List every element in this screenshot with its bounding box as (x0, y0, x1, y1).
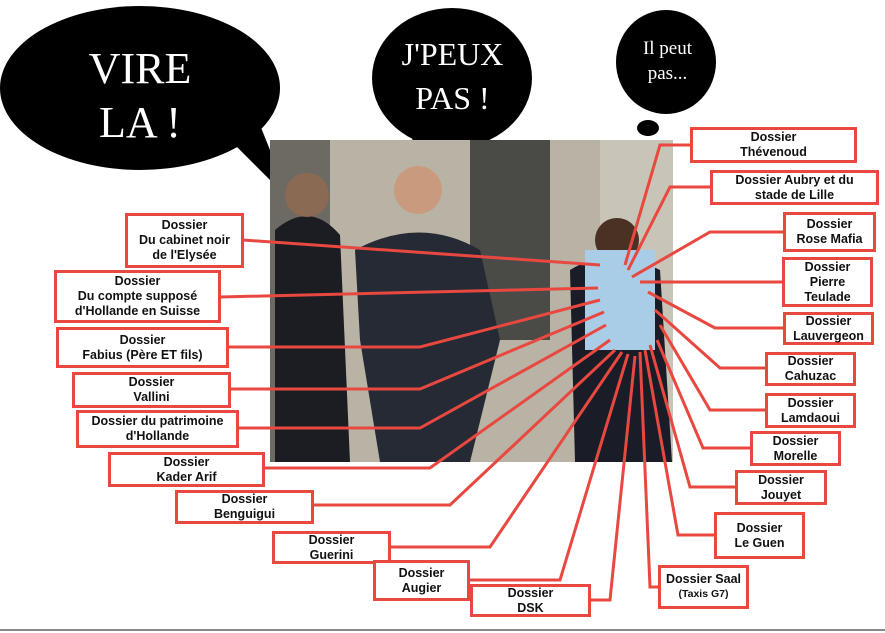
label-le-guen: Dossier Le Guen (714, 512, 805, 559)
connector (647, 290, 783, 330)
connector (654, 308, 765, 370)
connector (264, 338, 611, 470)
label-cabinet-noir: Dossier Du cabinet noir de l'Elysée (125, 213, 244, 268)
connector (643, 349, 714, 537)
connector (648, 344, 735, 489)
label-kader-arif: Dossier Kader Arif (108, 452, 265, 487)
connector (631, 230, 783, 279)
label-saal-title: Dossier Saal (665, 572, 742, 586)
label-saal: Dossier Saal (Taxis G7) (658, 565, 749, 609)
label-compte-suisse: Dossier Du compte supposé d'Hollande en … (54, 270, 221, 323)
connector (658, 324, 765, 412)
label-thevenoud: Dossier Thévenoud (690, 127, 857, 163)
connector (626, 185, 710, 271)
label-lamdaoui: Dossier Lamdaoui (765, 393, 856, 428)
connector (230, 310, 605, 391)
connector (228, 298, 601, 349)
label-dsk: Dossier DSK (470, 584, 591, 617)
bubble-text-vire-la: VIRE LA ! (88, 44, 192, 147)
label-lauvergeon: Dossier Lauvergeon (783, 312, 874, 345)
connector (638, 351, 658, 589)
connector (238, 323, 607, 430)
label-cahuzac: Dossier Cahuzac (765, 352, 856, 386)
label-pierre-teulade: Dossier Pierre Teulade (782, 257, 873, 307)
connector (219, 286, 599, 299)
connector (655, 339, 750, 450)
bubble-text-jpeux-pas: J'PEUX PAS ! (401, 36, 504, 116)
thought-text-il-peut-pas: Il peut pas... (642, 38, 693, 84)
label-guerini: Dossier Guerini (272, 531, 391, 564)
label-benguigui: Dossier Benguigui (175, 490, 314, 524)
connector (590, 355, 637, 602)
label-jouyet: Dossier Jouyet (735, 470, 827, 505)
label-patrimoine: Dossier du patrimoine d'Hollande (76, 410, 239, 448)
connector (242, 238, 601, 267)
connector (390, 351, 624, 549)
label-rose-mafia: Dossier Rose Mafia (783, 212, 876, 252)
connector (469, 353, 630, 582)
label-augier: Dossier Augier (373, 560, 470, 601)
label-fabius: Dossier Fabius (Père ET fils) (56, 327, 229, 368)
label-vallini: Dossier Vallini (72, 372, 231, 408)
label-aubry: Dossier Aubry et du stade de Lille (710, 170, 879, 205)
bottom-divider (0, 629, 885, 631)
connector (313, 348, 617, 507)
label-morelle: Dossier Morelle (750, 431, 841, 466)
photo (270, 140, 673, 462)
connector (623, 143, 690, 266)
label-saal-sub: (Taxis G7) (678, 588, 729, 600)
